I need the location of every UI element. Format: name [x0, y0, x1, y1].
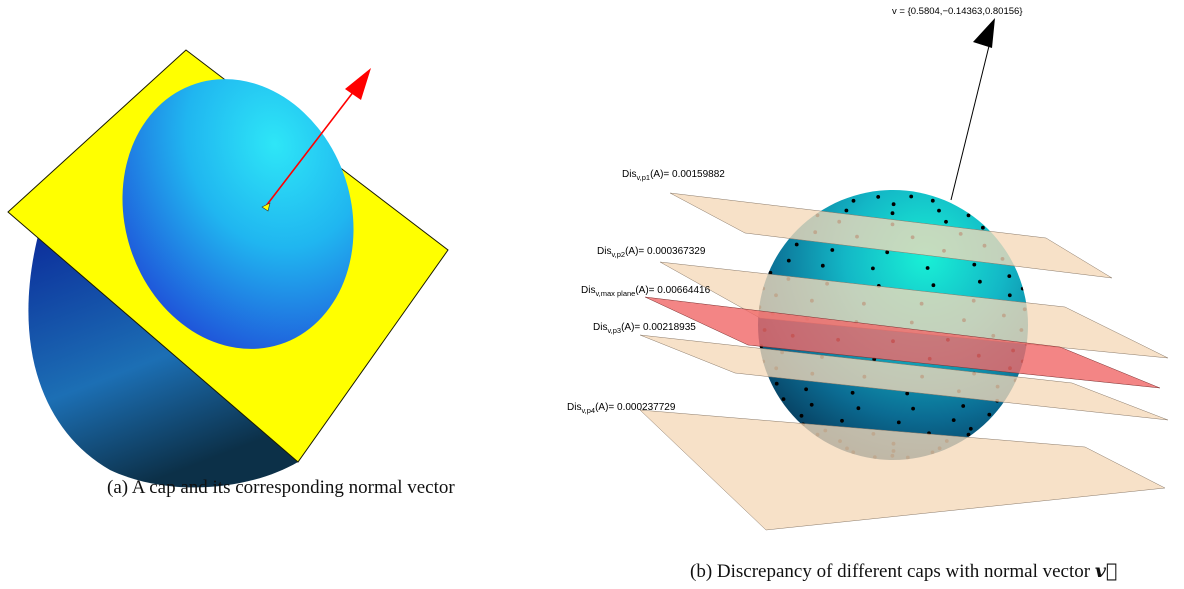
sphere-dot — [966, 432, 971, 437]
sphere-dot — [851, 198, 856, 203]
plane-p4 — [639, 409, 1166, 531]
plane-label-p1: Disv,p1(A)= 0.00159882 — [622, 169, 725, 182]
sphere-dot — [944, 219, 948, 224]
sphere-dot — [876, 195, 881, 199]
sphere-dot — [850, 390, 855, 395]
sphere-dot — [890, 211, 895, 216]
sphere-dot — [774, 381, 779, 386]
sphere-dot — [911, 406, 915, 411]
sphere-dot — [820, 263, 825, 268]
figure-b: v = {0.5804,−0.14363,0.80156} Disv,p1(A)… — [567, 6, 1169, 531]
sphere-dot — [844, 208, 849, 213]
caption-a-label: (a) — [107, 477, 129, 498]
sphere-dot — [786, 258, 791, 263]
sphere-dot — [794, 242, 799, 247]
sphere-dot — [768, 270, 773, 275]
vector-base-marker — [261, 202, 271, 212]
sphere-dot — [781, 397, 786, 401]
plane-p3 — [639, 334, 1169, 421]
sphere-dot — [885, 250, 890, 255]
normal-vector-arrowhead — [345, 68, 371, 100]
sphere-dot — [896, 420, 901, 425]
figure-a — [7, 49, 449, 488]
vector-label: v = {0.5804,−0.14363,0.80156} — [892, 6, 1023, 17]
sphere-dot — [972, 262, 977, 267]
plane-label-p2: Disv,p2(A)= 0.000367329 — [597, 246, 706, 259]
plane-label-max: Disv,max plane(A)= 0.00664416 — [581, 285, 711, 298]
sphere-dot — [804, 387, 808, 392]
caption-b-text: Discrepancy of different caps with norma… — [716, 561, 1091, 582]
caption-b: (b) Discrepancy of different caps with n… — [690, 560, 1117, 583]
sphere-dot — [1007, 293, 1012, 298]
sphere-dot — [1007, 274, 1012, 278]
sphere-dot — [930, 198, 935, 203]
sphere-dot — [840, 418, 844, 423]
sphere-dot — [961, 404, 966, 408]
sphere-dot — [909, 194, 914, 199]
caption-a-text: A cap and its corresponding normal vecto… — [131, 477, 455, 498]
plane-p1 — [669, 192, 1113, 279]
sphere-dot — [830, 248, 835, 252]
sphere-dot — [905, 391, 910, 396]
normal-vector-arrow — [265, 90, 355, 207]
spherical-cap — [122, 79, 354, 349]
caption-a: (a) A cap and its corresponding normal v… — [107, 477, 455, 499]
normal-vector-b-arrowhead — [973, 18, 995, 48]
sphere-dot — [966, 213, 971, 218]
plane-p2 — [659, 261, 1169, 359]
sphere-dot — [799, 413, 804, 418]
caption-b-label: (b) — [690, 561, 713, 582]
sphere-dot — [871, 266, 875, 271]
plane-label-p4: Disv,p4(A)= 0.000237729 — [567, 402, 676, 415]
sphere-dot — [925, 266, 930, 270]
sphere-dot — [968, 426, 973, 431]
sphere-dot — [891, 202, 896, 207]
sphere-dot — [809, 402, 814, 407]
plane-label-p3: Disv,p3(A)= 0.00218935 — [593, 322, 696, 335]
caption-b-vector-symbol: v⃗ — [1094, 560, 1118, 582]
sphere-dot — [951, 418, 956, 422]
normal-vector-b — [950, 41, 991, 201]
sphere-dot — [987, 412, 992, 417]
sphere-dot — [856, 406, 861, 411]
sphere-lower-half — [28, 228, 298, 488]
sphere-dot — [931, 283, 936, 288]
sphere-dot — [978, 279, 982, 284]
sphere-dot — [981, 225, 985, 230]
sphere-dot — [937, 208, 941, 213]
plane-max — [644, 296, 1161, 389]
sphere-dot — [1020, 286, 1025, 291]
